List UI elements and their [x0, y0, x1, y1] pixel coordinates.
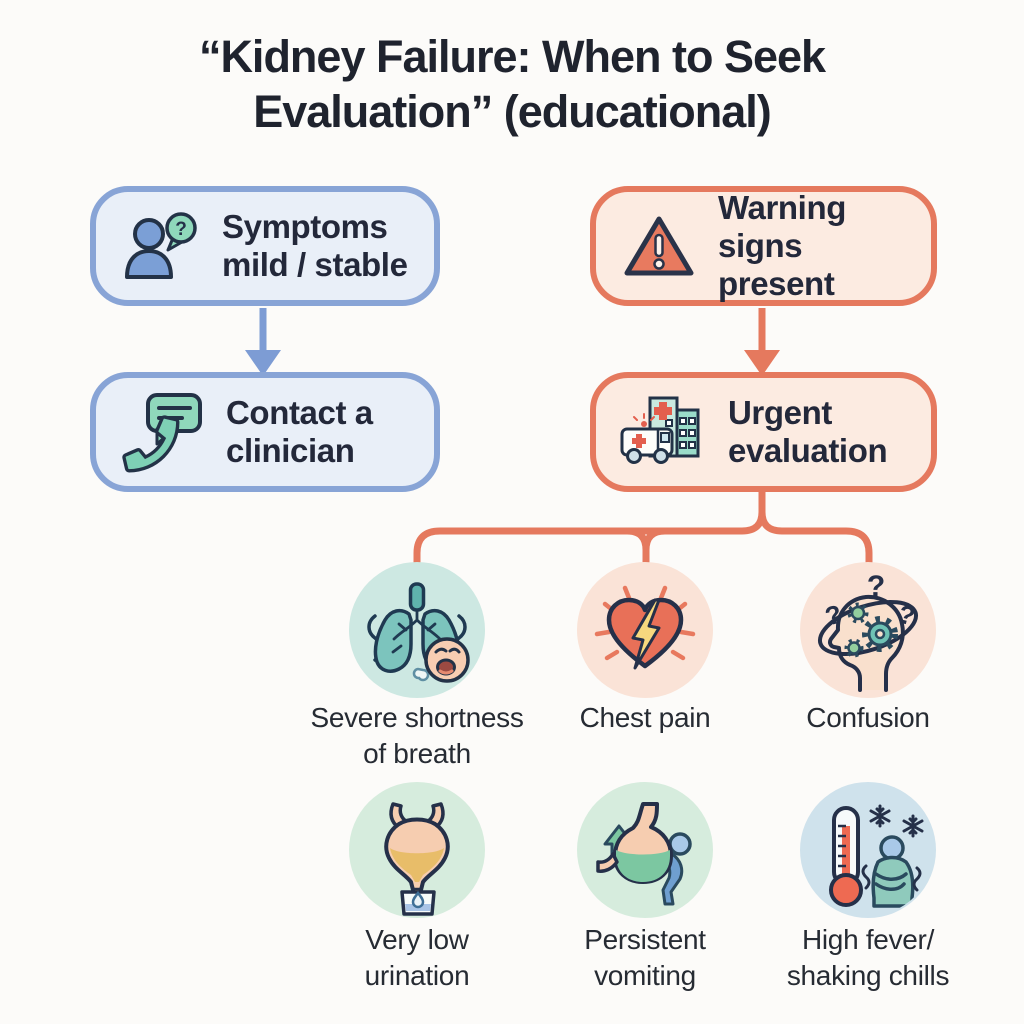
heart-lightning-icon [577, 562, 713, 698]
mild-symptoms-label: Symptoms mild / stable [222, 207, 408, 283]
warning-triangle-icon [620, 211, 698, 281]
hospital-ambulance-icon [620, 392, 708, 472]
svg-text:?: ? [822, 599, 845, 632]
symptom-label: High fever/ shaking chills [786, 924, 950, 991]
symptom-label: Severe shortness of breath [310, 702, 524, 769]
mild-symptoms-box: ? Symptoms mild / stable [90, 186, 440, 306]
stomach-vomit-icon [577, 782, 713, 918]
svg-text:?: ? [175, 219, 187, 240]
symptom-label: Confusion [806, 702, 930, 733]
svg-text:?: ? [895, 599, 918, 632]
urgent-evaluation-box: Urgent evaluation [590, 372, 937, 492]
phone-message-icon [120, 391, 206, 473]
contact-clinician-box: Contact a clinician [90, 372, 440, 492]
lungs-distress-icon [349, 562, 485, 698]
confused-head-gears-icon: ? ? ? [800, 562, 936, 698]
urgent-evaluation-label: Urgent evaluation [728, 393, 888, 469]
thermometer-chills-icon [800, 782, 936, 918]
person-question-icon: ? [120, 209, 202, 283]
contact-clinician-label: Contact a clinician [226, 393, 373, 469]
symptom-label: Persistent vomiting [584, 924, 706, 991]
symptom-label: Chest pain [579, 702, 711, 733]
svg-text:?: ? [867, 570, 885, 603]
bladder-beaker-icon [349, 782, 485, 918]
warning-signs-label: Warning signs present [718, 188, 846, 303]
warning-signs-box: Warning signs present [590, 186, 937, 306]
branch-lines [413, 488, 873, 568]
symptom-label: Very low urination [364, 924, 470, 991]
page-title: “Kidney Failure: When to Seek Evaluation… [198, 31, 826, 137]
